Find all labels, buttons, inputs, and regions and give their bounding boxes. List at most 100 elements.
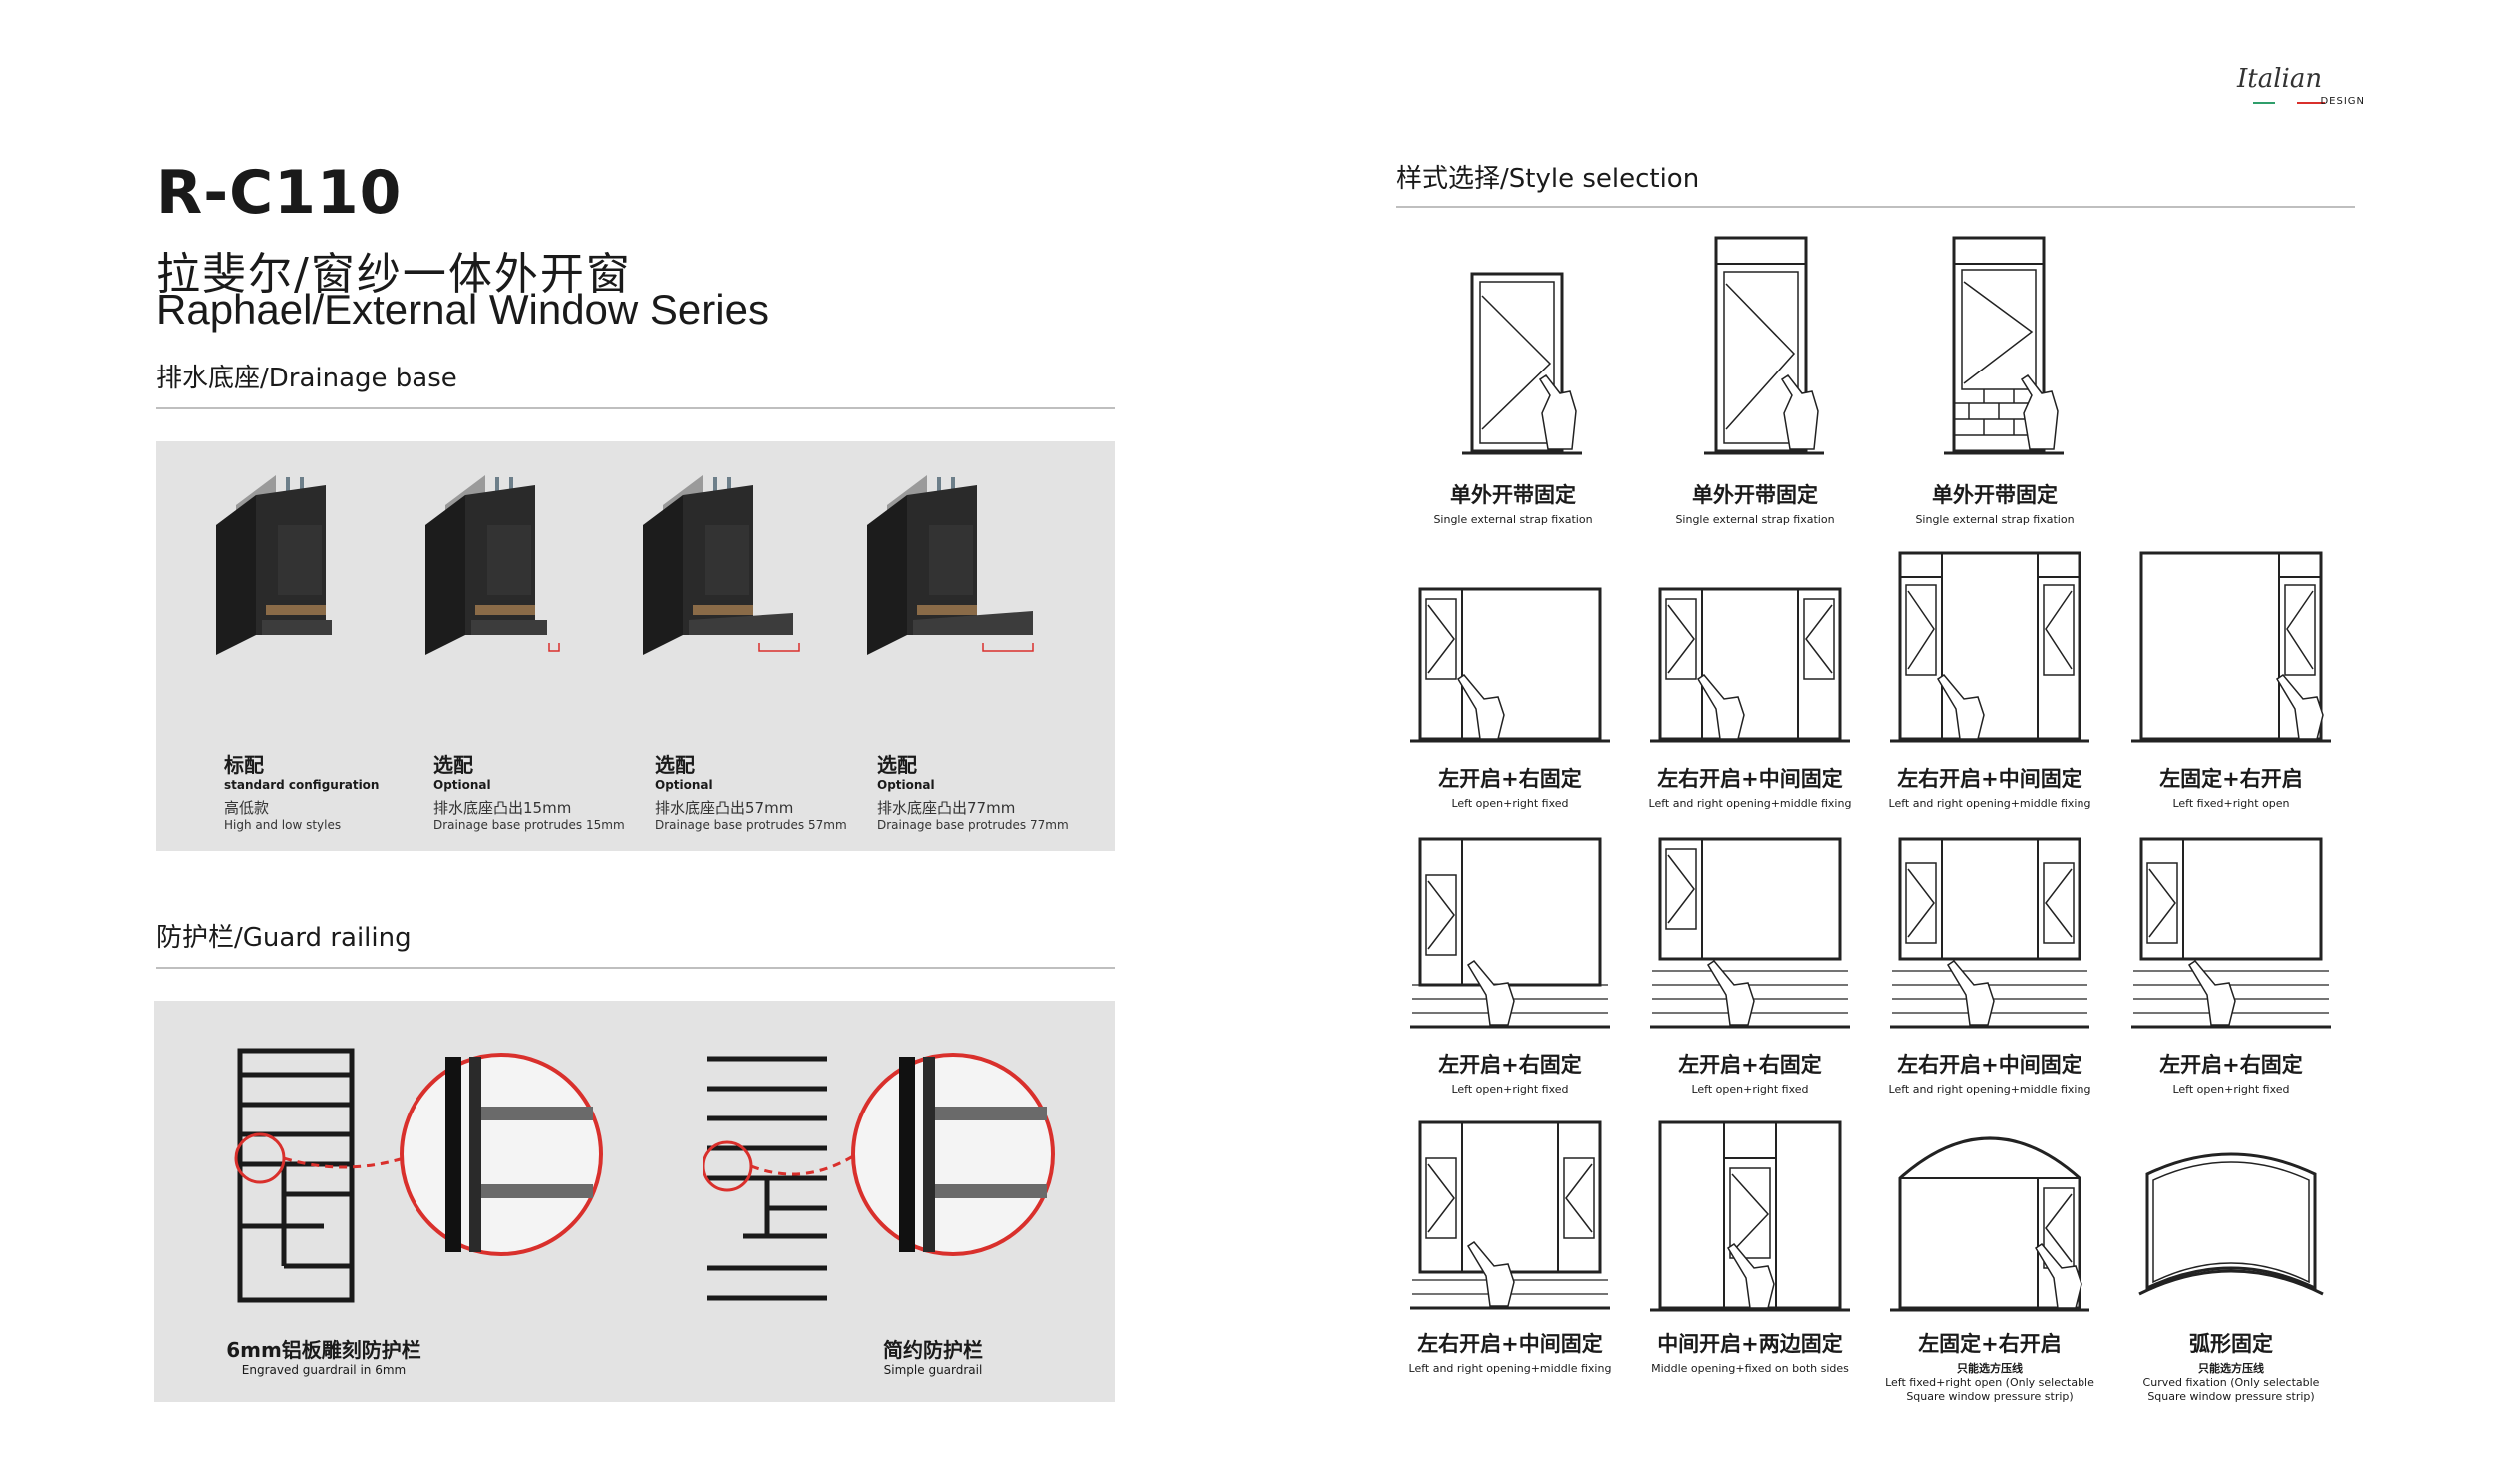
style-drawing-15 [2131, 1118, 2331, 1318]
style-drawing-12 [1410, 1118, 1610, 1318]
title-english: Raphael/External Window Series [156, 286, 769, 333]
profile-cn: 标配 [224, 753, 264, 777]
profile-image-57mm [643, 465, 813, 655]
style-caption-7: 左固定+右开启 Left fixed+right open [2131, 763, 2331, 810]
profile-cn: 选配 [877, 753, 917, 777]
style-caption-11: 左开启+右固定 Left open+right fixed [2131, 1049, 2331, 1096]
style-caption-5: 左右开启+中间固定 Left and right opening+middle … [1640, 763, 1860, 810]
style-drawing-3 [1944, 234, 2064, 463]
profile-sub-en: Drainage base protrudes 57mm [655, 817, 847, 832]
style-cn: 单外开带固定 [1932, 483, 2058, 507]
drainage-divider [156, 407, 1115, 409]
title-chinese: 拉斐尔/窗纱一体外开窗 [156, 249, 632, 300]
style-cn: 左开启+右固定 [1438, 767, 1582, 791]
style-caption-12: 左右开启+中间固定 Left and right opening+middle … [1400, 1328, 1620, 1375]
engraved-guardrail-diagram [234, 1047, 753, 1306]
profile-en: Optional [433, 778, 491, 792]
guardrail-cn: 简约防护栏 [883, 1338, 983, 1362]
style-cn: 单外开带固定 [1450, 483, 1576, 507]
simple-guardrail-diagram [703, 1047, 1103, 1306]
profile-sub-cn: 高低款 [224, 799, 270, 817]
profile-image-standard [216, 465, 356, 655]
engraved-guardrail-caption: 6mm铝板雕刻防护栏 Engraved guardrail in 6mm [194, 1334, 453, 1377]
style-en: Middle opening+fixed on both sides [1651, 1362, 1849, 1375]
model-number: R-C110 [156, 158, 403, 228]
style-caption-1: 单外开带固定 Single external strap fixation [1428, 479, 1598, 526]
style-en: Left open+right fixed [1451, 797, 1569, 810]
guard-panel: 6mm铝板雕刻防护栏 Engraved guardrail in 6mm [154, 1001, 1115, 1402]
profile-label-standard: 标配 standard configuration 高低款 High and l… [224, 753, 379, 833]
logo-script: Italian [2237, 64, 2323, 94]
style-cn: 中间开启+两边固定 [1657, 1332, 1843, 1356]
style-en: Left fixed+right open [2172, 797, 2290, 810]
profile-image-15mm [425, 465, 575, 655]
style-caption-2: 单外开带固定 Single external strap fixation [1670, 479, 1840, 526]
style-caption-8: 左开启+右固定 Left open+right fixed [1410, 1049, 1610, 1096]
logo-red-bar [2297, 102, 2325, 104]
style-en: Single external strap fixation [1433, 513, 1593, 526]
guardrail-en: Simple guardrail [883, 1363, 983, 1377]
profile-sub-en: High and low styles [224, 817, 342, 832]
style-en: Left open+right fixed [1451, 1083, 1569, 1096]
style-caption-15: 弧形固定 只能选方压线 Curved fixation (Only select… [2121, 1328, 2341, 1404]
style-drawing-13 [1650, 1118, 1850, 1318]
style-cn: 左开启+右固定 [1678, 1053, 1822, 1077]
drainage-section-title: 排水底座/Drainage base [156, 364, 457, 393]
style-note-en-line2: Square window pressure strip) [2147, 1389, 2315, 1403]
simple-guardrail-caption: 简约防护栏 Simple guardrail [803, 1334, 1063, 1377]
style-en: Left open+right fixed [2172, 1083, 2290, 1096]
style-en: Single external strap fixation [1675, 513, 1835, 526]
style-drawing-9 [1650, 835, 1850, 1035]
profile-sub-en: Drainage base protrudes 15mm [433, 817, 625, 832]
style-note-cn: 只能选方压线 [2198, 1362, 2264, 1375]
guardrail-cn: 6mm铝板雕刻防护栏 [226, 1338, 421, 1362]
profile-en: Optional [655, 778, 713, 792]
style-drawing-7 [2131, 549, 2331, 749]
profile-sub-en: Drainage base protrudes 77mm [877, 817, 1069, 832]
style-en: Left and right opening+middle fixing [1408, 1362, 1612, 1375]
style-cn: 左右开启+中间固定 [1657, 767, 1843, 791]
style-note-en-line1: Curved fixation (Only selectable [2142, 1376, 2320, 1389]
guard-section-title: 防护栏/Guard railing [156, 923, 412, 953]
guard-divider [156, 967, 1115, 969]
style-cn: 左右开启+中间固定 [1897, 767, 2082, 791]
style-caption-10: 左右开启+中间固定 Left and right opening+middle … [1880, 1049, 2099, 1096]
style-cn: 左右开启+中间固定 [1417, 1332, 1603, 1356]
style-caption-3: 单外开带固定 Single external strap fixation [1910, 479, 2080, 526]
profile-cn: 选配 [433, 753, 473, 777]
profile-label-57mm: 选配 Optional 排水底座凸出57mm Drainage base pro… [655, 753, 847, 833]
drainage-panel: 标配 standard configuration 高低款 High and l… [156, 441, 1115, 851]
style-caption-6: 左右开启+中间固定 Left and right opening+middle … [1880, 763, 2099, 810]
profile-image-77mm [867, 465, 1047, 655]
style-note-cn: 只能选方压线 [1957, 1362, 2023, 1375]
style-note-en-line2: Square window pressure strip) [1906, 1389, 2074, 1403]
profile-en: Optional [877, 778, 935, 792]
style-en: Left open+right fixed [1691, 1083, 1809, 1096]
style-drawing-5 [1650, 549, 1850, 749]
logo-subtitle: DESIGN [2320, 96, 2365, 107]
profile-label-77mm: 选配 Optional 排水底座凸出77mm Drainage base pro… [877, 753, 1069, 833]
profile-sub-cn: 排水底座凸出57mm [655, 799, 794, 817]
style-drawing-6 [1890, 549, 2089, 749]
style-drawing-4 [1410, 549, 1610, 749]
style-cn: 左右开启+中间固定 [1897, 1053, 2082, 1077]
brand-logo: Italian DESIGN [2235, 64, 2365, 110]
profile-en: standard configuration [224, 778, 380, 792]
style-caption-9: 左开启+右固定 Left open+right fixed [1650, 1049, 1850, 1096]
style-cn: 单外开带固定 [1692, 483, 1818, 507]
style-drawing-8 [1410, 835, 1610, 1035]
style-drawing-1 [1462, 234, 1582, 463]
guardrail-en: Engraved guardrail in 6mm [241, 1363, 407, 1377]
style-cn: 左开启+右固定 [1438, 1053, 1582, 1077]
style-caption-13: 中间开启+两边固定 Middle opening+fixed on both s… [1640, 1328, 1860, 1375]
style-divider [1396, 206, 2355, 208]
style-en: Single external strap fixation [1915, 513, 2075, 526]
style-caption-4: 左开启+右固定 Left open+right fixed [1410, 763, 1610, 810]
style-drawing-11 [2131, 835, 2331, 1035]
profile-sub-cn: 排水底座凸出77mm [877, 799, 1016, 817]
style-cn: 左固定+右开启 [1918, 1332, 2062, 1356]
style-en: Left and right opening+middle fixing [1888, 1083, 2091, 1096]
style-cn: 左固定+右开启 [2159, 767, 2303, 791]
style-en: Left and right opening+middle fixing [1648, 797, 1852, 810]
style-caption-14: 左固定+右开启 只能选方压线 Left fixed+right open (On… [1880, 1328, 2099, 1404]
